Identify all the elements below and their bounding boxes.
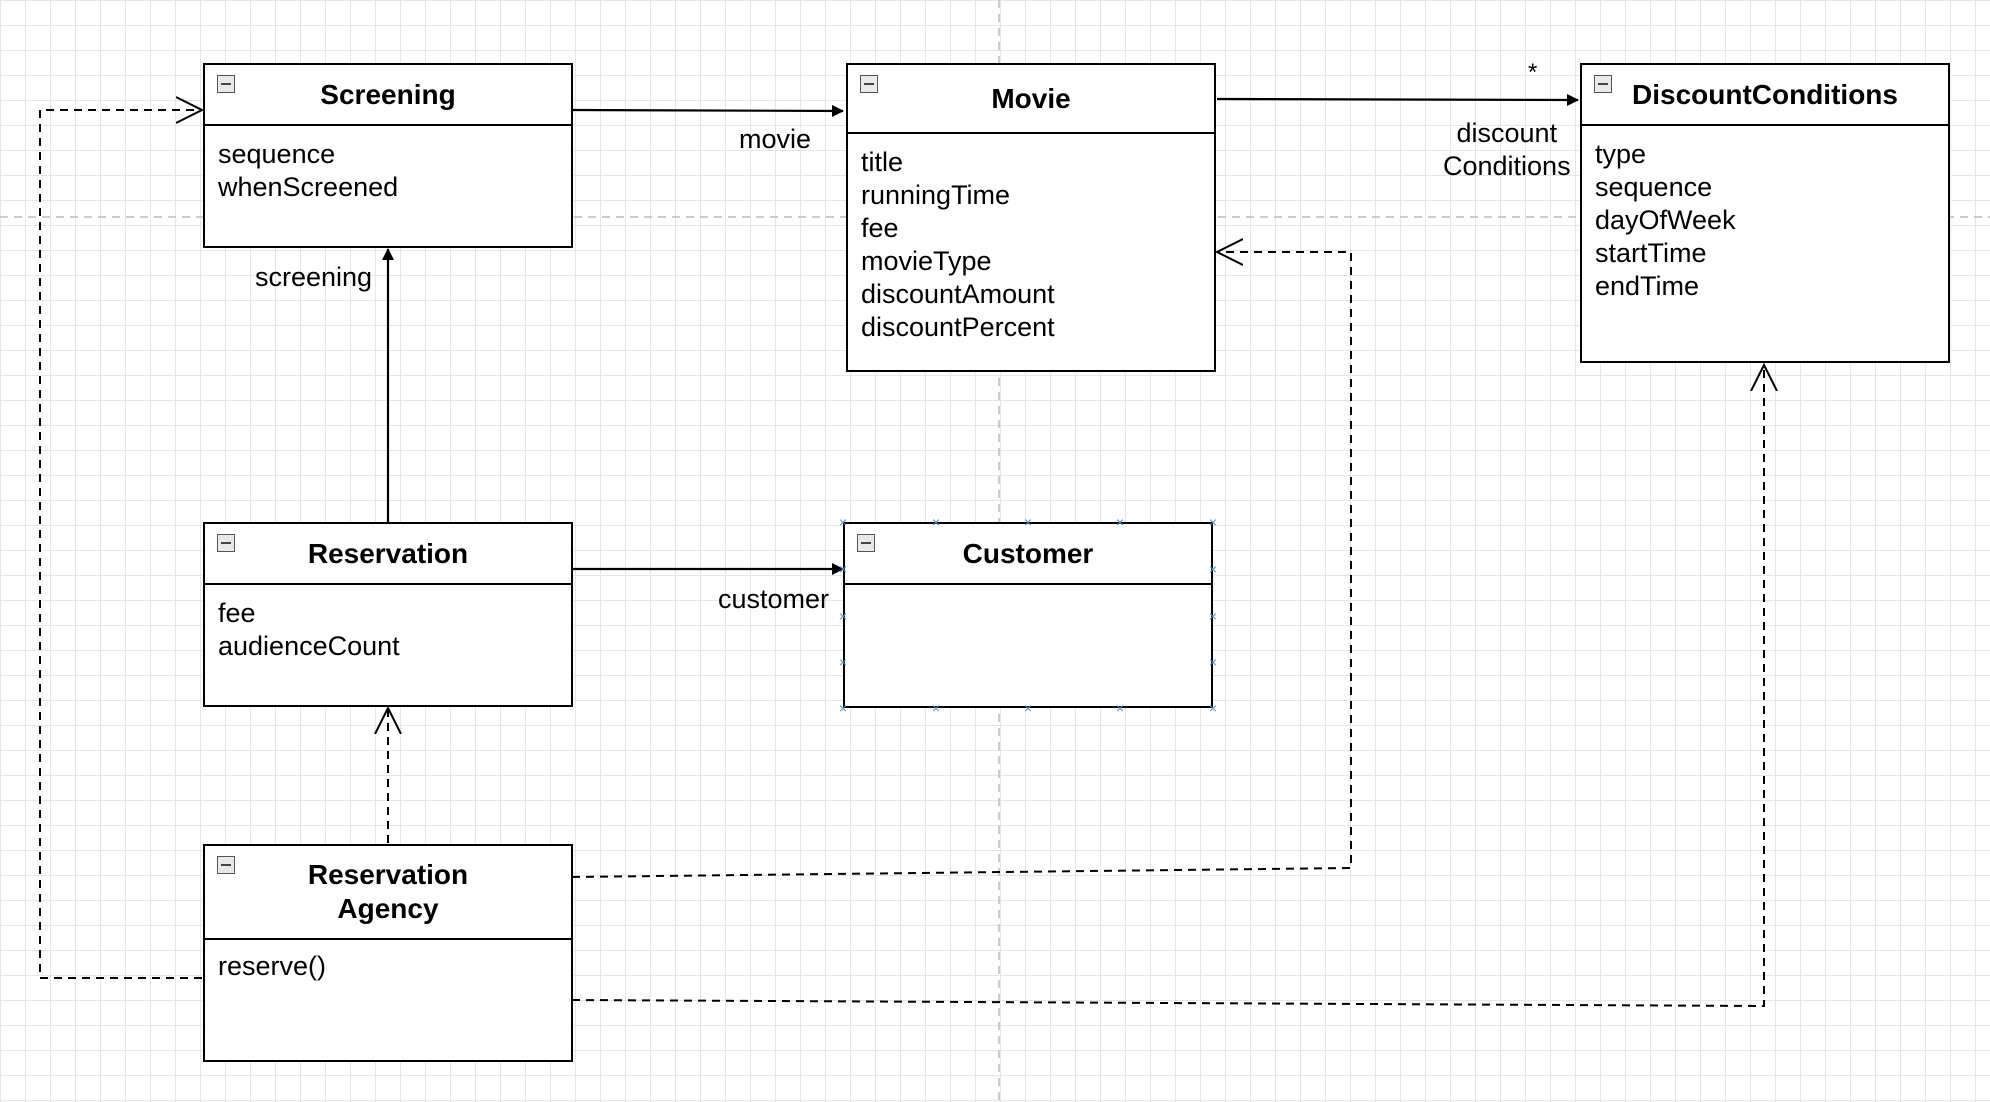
resize-handle[interactable]: × [838, 561, 848, 577]
resize-handle[interactable]: × [1208, 654, 1218, 670]
resize-handle[interactable]: × [1208, 561, 1218, 577]
resize-handle[interactable]: × [1023, 514, 1033, 530]
attribute: movieType [861, 246, 992, 276]
class-header: Movie [848, 65, 1214, 134]
attribute: type [1595, 139, 1647, 169]
attribute: startTime [1595, 238, 1707, 268]
edge-multiplicity: * [1528, 59, 1538, 86]
collapse-icon[interactable] [217, 856, 235, 874]
class-name: Screening [320, 78, 456, 110]
attribute: dayOfWeek [1595, 205, 1736, 235]
resize-handle[interactable]: × [931, 514, 941, 530]
edge-agency-movie [571, 252, 1352, 878]
attribute-list: sequence whenScreened [205, 126, 571, 216]
resize-handle[interactable]: × [931, 700, 941, 716]
attribute: runningTime [861, 180, 1011, 210]
class-name: Reservation [307, 537, 469, 569]
collapse-icon[interactable] [860, 75, 878, 93]
resize-handle[interactable]: × [1115, 514, 1125, 530]
edge-label-movie: movie [739, 124, 812, 154]
class-header: Reservation [205, 524, 571, 585]
collapse-icon[interactable] [217, 534, 235, 552]
resize-handle[interactable]: × [1115, 700, 1125, 716]
attribute-list [845, 585, 1211, 609]
attribute: title [861, 147, 904, 177]
attribute-list: fee audienceCount [205, 585, 571, 675]
edge-label-discount-conditions: discount Conditions [1443, 118, 1571, 181]
edge-label-screening: screening [255, 262, 373, 292]
attribute: sequence [218, 139, 336, 169]
attribute-list: type sequence dayOfWeek startTime endTim… [1582, 126, 1948, 315]
resize-handle[interactable]: × [1023, 700, 1033, 716]
attribute: discountPercent [861, 312, 1055, 342]
resize-handle[interactable]: × [1208, 514, 1218, 530]
attribute-list: title runningTime fee movieType discount… [848, 134, 1214, 356]
edge-agency-discount [571, 365, 1764, 1008]
edge-label-customer: customer [718, 584, 830, 614]
class-header: Reservation Agency [205, 846, 571, 940]
attribute: discountAmount [861, 279, 1055, 309]
class-reservation[interactable]: Reservation fee audienceCount [203, 522, 573, 707]
method: reserve() [218, 951, 327, 981]
class-name: Customer [962, 537, 1094, 569]
edge-agency-screening [39, 110, 202, 979]
class-screening[interactable]: Screening sequence whenScreened [203, 63, 573, 248]
class-reservation-agency[interactable]: Reservation Agency reserve() [203, 844, 573, 1062]
resize-handle[interactable]: × [838, 608, 848, 624]
attribute: audienceCount [218, 631, 400, 661]
class-movie[interactable]: Movie title runningTime fee movieType di… [846, 63, 1216, 372]
class-name: Reservation Agency [307, 859, 469, 924]
class-header: DiscountConditions [1582, 65, 1948, 126]
class-header: Screening [205, 65, 571, 126]
class-header: Customer [845, 524, 1211, 585]
class-customer[interactable]: Customer [843, 522, 1213, 708]
resize-handle[interactable]: × [838, 514, 848, 530]
attribute: sequence [1595, 172, 1713, 202]
collapse-icon[interactable] [217, 75, 235, 93]
resize-handle[interactable]: × [1208, 608, 1218, 624]
attribute: fee [861, 213, 899, 243]
resize-handle[interactable]: × [838, 654, 848, 670]
edge-movie-discount [1216, 93, 1579, 106]
collapse-icon[interactable] [857, 534, 875, 552]
class-discount-conditions[interactable]: DiscountConditions type sequence dayOfWe… [1580, 63, 1950, 363]
collapse-icon[interactable] [1594, 75, 1612, 93]
attribute: fee [218, 598, 256, 628]
edge-screening-movie [571, 104, 844, 117]
attribute: endTime [1595, 271, 1700, 301]
class-name: Movie [991, 82, 1071, 114]
attribute: whenScreened [218, 172, 399, 202]
method-list: reserve() [205, 940, 571, 995]
resize-handle[interactable]: × [1208, 700, 1218, 716]
class-name: DiscountConditions [1632, 78, 1898, 110]
resize-handle[interactable]: × [838, 700, 848, 716]
